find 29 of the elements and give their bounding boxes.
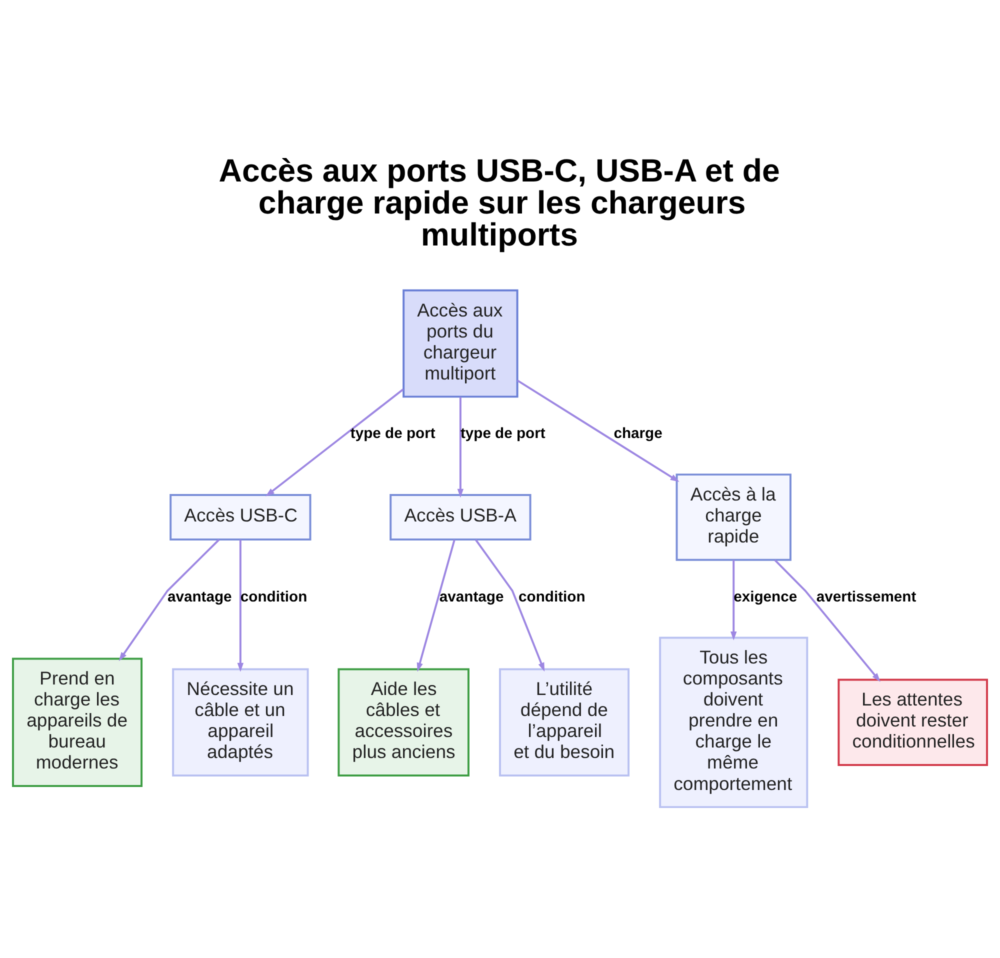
edge-label: type de port (350, 426, 436, 442)
edge-label: avantage (168, 588, 232, 605)
arrow (118, 538, 220, 661)
edge-label: condition (240, 588, 308, 605)
node-box: L’utilité dépend de l’appareil et du besoin (499, 668, 630, 776)
node-box: Aide les câbles et accessoires plus anciens (338, 668, 470, 776)
node-box: Accès à la charge rapide (676, 473, 792, 560)
diagram-title: Accès aux ports USB-C, USB-A et de charge rapide sur les chargeurs multiports (218, 152, 780, 252)
edge-label: exigence (734, 588, 798, 605)
arrow (457, 396, 464, 498)
edge-label: condition (518, 588, 586, 605)
arrow (416, 538, 456, 672)
edge-label: charge (614, 426, 662, 442)
node-box: Accès USB-C (170, 493, 312, 540)
arrow (474, 538, 545, 672)
node-box: Tous les composants doivent prendre en charge le même comportement (659, 636, 808, 808)
node-box: Nécessite un câble et un appareil adaptés (172, 668, 309, 776)
node-box: Prend en charge les appareils de bureau modernes (12, 657, 143, 787)
edge-label: type de port (460, 426, 546, 442)
edge-label: avantage (439, 588, 504, 605)
arrow (730, 559, 737, 640)
edge-label: avertissement (816, 588, 916, 605)
arrow (237, 539, 244, 672)
arrow (266, 388, 404, 496)
arrow (516, 379, 680, 482)
node-box: Accès USB-A (390, 493, 532, 540)
arrow (774, 558, 880, 682)
node-box: Les attentes doivent rester conditionnelles (838, 678, 988, 766)
node-box: Accès aux ports du chargeur multiport (402, 288, 518, 398)
